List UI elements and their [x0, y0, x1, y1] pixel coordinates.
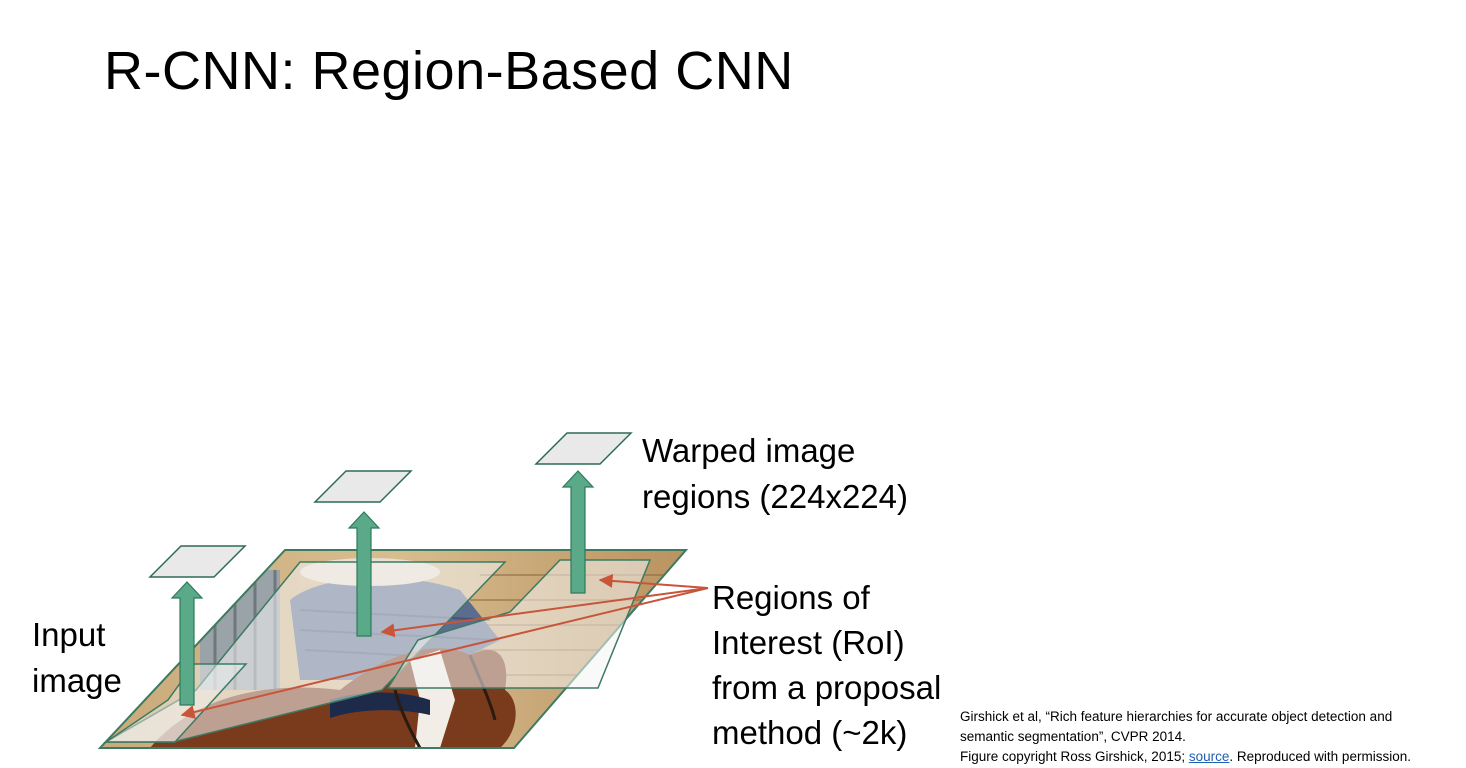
- roi-region-left: [103, 663, 248, 743]
- citation-line: Girshick et al, “Rich feature hierarchie…: [960, 709, 1393, 724]
- citation-line: semantic segmentation”, CVPR 2014.: [960, 729, 1186, 744]
- roi-label-line: Regions of: [712, 579, 870, 616]
- citation-copyright: Figure copyright Ross Girshick, 2015;: [960, 749, 1189, 764]
- warped-region-2: [313, 470, 413, 503]
- citation-line: Figure copyright Ross Girshick, 2015; so…: [960, 747, 1411, 767]
- warped-region-3: [534, 432, 633, 465]
- warped-regions-label-line: Warped image: [642, 432, 856, 469]
- roi-label-line: from a proposal: [712, 669, 942, 706]
- roi-label-line: method (~2k): [712, 714, 908, 751]
- green-arrow-2: [347, 511, 381, 637]
- roi-label: Regions of Interest (RoI) from a proposa…: [712, 575, 941, 755]
- green-arrow-1: [170, 581, 204, 706]
- input-image-label: Input image: [32, 612, 122, 704]
- input-image-label-line: Input: [32, 616, 106, 653]
- warped-regions-label: Warped image regions (224x224): [642, 428, 908, 520]
- roi-label-line: Interest (RoI): [712, 624, 905, 661]
- input-image-label-line: image: [32, 662, 122, 699]
- warped-regions-label-line: regions (224x224): [642, 478, 908, 515]
- slide-title: R-CNN: Region-Based CNN: [104, 41, 794, 101]
- citation-permission: . Reproduced with permission.: [1229, 749, 1411, 764]
- green-arrow-3: [561, 470, 595, 594]
- warped-region-1: [148, 545, 247, 578]
- citation: Girshick et al, “Rich feature hierarchie…: [960, 707, 1411, 767]
- roi-pointer-arrows: [180, 573, 709, 719]
- source-link[interactable]: source: [1188, 749, 1230, 764]
